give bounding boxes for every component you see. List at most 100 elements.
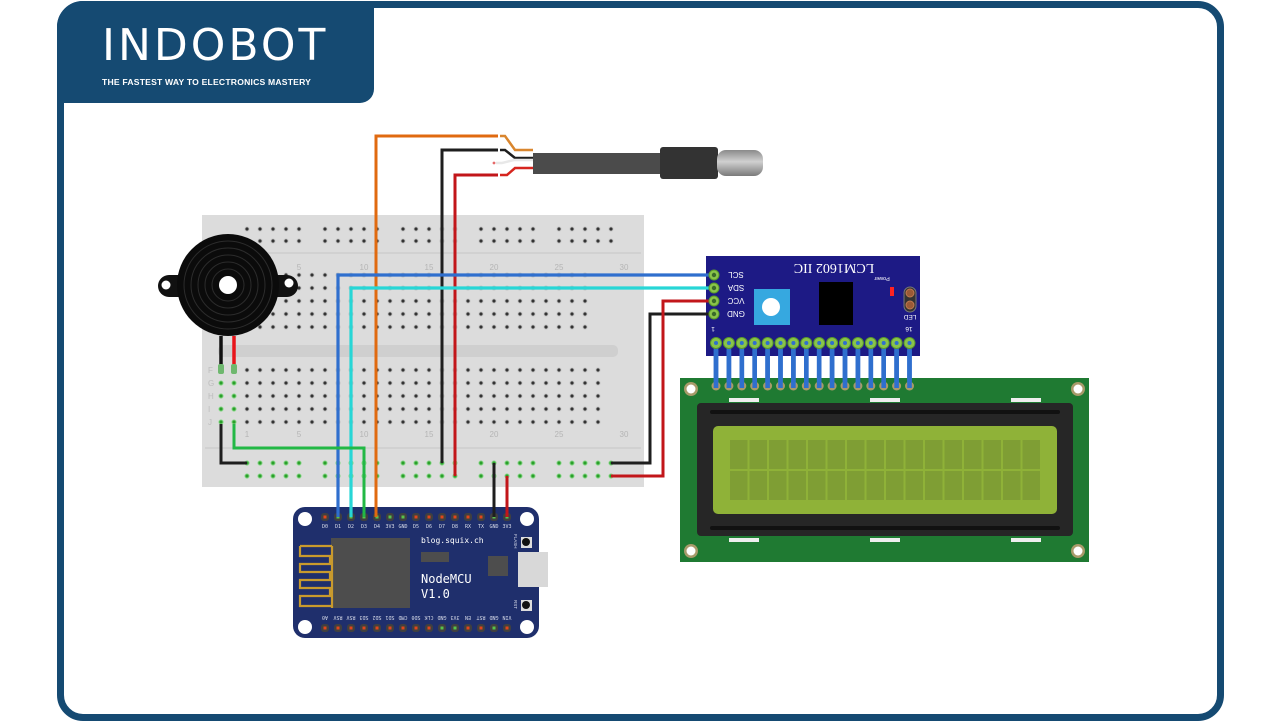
wire-buzzer-gnd	[219, 424, 247, 465]
breadboard-hole	[427, 420, 431, 424]
breadboard-hole	[388, 394, 392, 398]
breadboard-hole	[388, 368, 392, 372]
probe-tip	[717, 150, 763, 176]
column-number: 15	[425, 263, 434, 272]
nodemcu-pin	[492, 626, 496, 630]
esp8266-module	[331, 538, 410, 608]
breadboard-hole	[544, 312, 548, 316]
wire-d2-sda	[349, 286, 713, 517]
breadboard-hole	[531, 312, 535, 316]
breadboard-hole	[505, 420, 509, 424]
lcd-cell	[925, 440, 943, 469]
breadboard-hole	[271, 239, 275, 243]
breadboard-hole	[323, 461, 327, 465]
breadboard-hole	[583, 394, 587, 398]
lcd-cell	[983, 471, 1001, 500]
breadboard-hole	[531, 461, 535, 465]
nodemcu-pin-label: D5	[413, 524, 419, 530]
breadboard-hole	[414, 299, 418, 303]
breadboard-hole	[388, 381, 392, 385]
lcd-cell	[1003, 440, 1021, 469]
breadboard-hole	[258, 325, 262, 329]
breadboard-hole	[297, 368, 301, 372]
breadboard-hole	[583, 474, 587, 478]
i2c-title: LCM1602 IIC	[794, 260, 875, 275]
breadboard-hole	[284, 239, 288, 243]
lcd-cell	[925, 471, 943, 500]
brand-logo: INDOBOT	[102, 20, 329, 71]
breadboard-hole	[297, 286, 301, 290]
nodemcu-pin	[336, 626, 340, 630]
probe-sleeve	[660, 147, 718, 179]
breadboard-hole	[492, 312, 496, 316]
lcd-cell	[866, 440, 884, 469]
breadboard-hole	[544, 420, 548, 424]
led-jumper-label: LED	[903, 313, 916, 320]
nodemcu-pin-label: 3V3	[385, 524, 394, 530]
row-label: I	[208, 405, 210, 414]
nodemcu-pin	[479, 515, 483, 519]
pcf8574-chip	[819, 282, 853, 325]
breadboard-hole	[349, 227, 353, 231]
breadboard-hole	[492, 420, 496, 424]
breadboard-hole	[557, 407, 561, 411]
breadboard-hole	[518, 474, 522, 478]
breadboard-hole	[401, 407, 405, 411]
nodemcu-pin-label: 3V3	[450, 614, 459, 620]
breadboard-hole	[427, 394, 431, 398]
lcd-cell	[866, 471, 884, 500]
breadboard-hole	[219, 407, 223, 411]
wire-d4-sensor-data	[374, 134, 498, 517]
breadboard-hole	[310, 420, 314, 424]
breadboard-hole	[531, 299, 535, 303]
breadboard-hole	[544, 299, 548, 303]
breadboard-hole	[609, 239, 613, 243]
nodemcu-pin	[414, 626, 418, 630]
breadboard-hole	[544, 325, 548, 329]
breadboard-hole	[323, 239, 327, 243]
lcd-cell	[827, 471, 845, 500]
breadboard-hole	[258, 420, 262, 424]
breadboard-hole	[531, 394, 535, 398]
breadboard-hole	[583, 381, 587, 385]
breadboard-hole	[258, 407, 262, 411]
column-number: 20	[490, 430, 499, 439]
row-label: J	[208, 418, 212, 427]
breadboard-hole	[492, 239, 496, 243]
breadboard-hole	[505, 299, 509, 303]
breadboard-hole	[505, 407, 509, 411]
breadboard-center-channel	[218, 345, 618, 357]
nodemcu-pin	[349, 626, 353, 630]
breadboard-hole	[518, 381, 522, 385]
breadboard-hole	[284, 227, 288, 231]
breadboard-hole	[427, 227, 431, 231]
breadboard-hole	[323, 420, 327, 424]
breadboard-hole	[323, 286, 327, 290]
flash-button	[522, 538, 530, 546]
breadboard-hole	[505, 461, 509, 465]
breadboard-hole	[492, 394, 496, 398]
breadboard-hole	[544, 394, 548, 398]
breadboard-hole	[596, 394, 600, 398]
breadboard-hole	[479, 381, 483, 385]
breadboard-hole	[596, 474, 600, 478]
breadboard-hole	[362, 312, 366, 316]
breadboard-hole	[362, 368, 366, 372]
breadboard-hole	[297, 461, 301, 465]
lcd-cell	[886, 440, 904, 469]
breadboard-hole	[284, 474, 288, 478]
breadboard-hole	[310, 381, 314, 385]
nodemcu-pin-label: TX	[478, 524, 484, 530]
breadboard-hole	[245, 368, 249, 372]
breadboard-hole	[427, 312, 431, 316]
breadboard-hole	[505, 381, 509, 385]
nodemcu-pin-label: SD0	[411, 614, 420, 620]
breadboard-hole	[310, 299, 314, 303]
nodemcu-pin	[401, 515, 405, 519]
nodemcu-pin	[466, 515, 470, 519]
lcd-cell	[944, 440, 962, 469]
wire-i2c-vcc	[611, 299, 713, 478]
breadboard-hole	[388, 407, 392, 411]
breadboard-hole	[271, 312, 275, 316]
breadboard-hole	[466, 407, 470, 411]
